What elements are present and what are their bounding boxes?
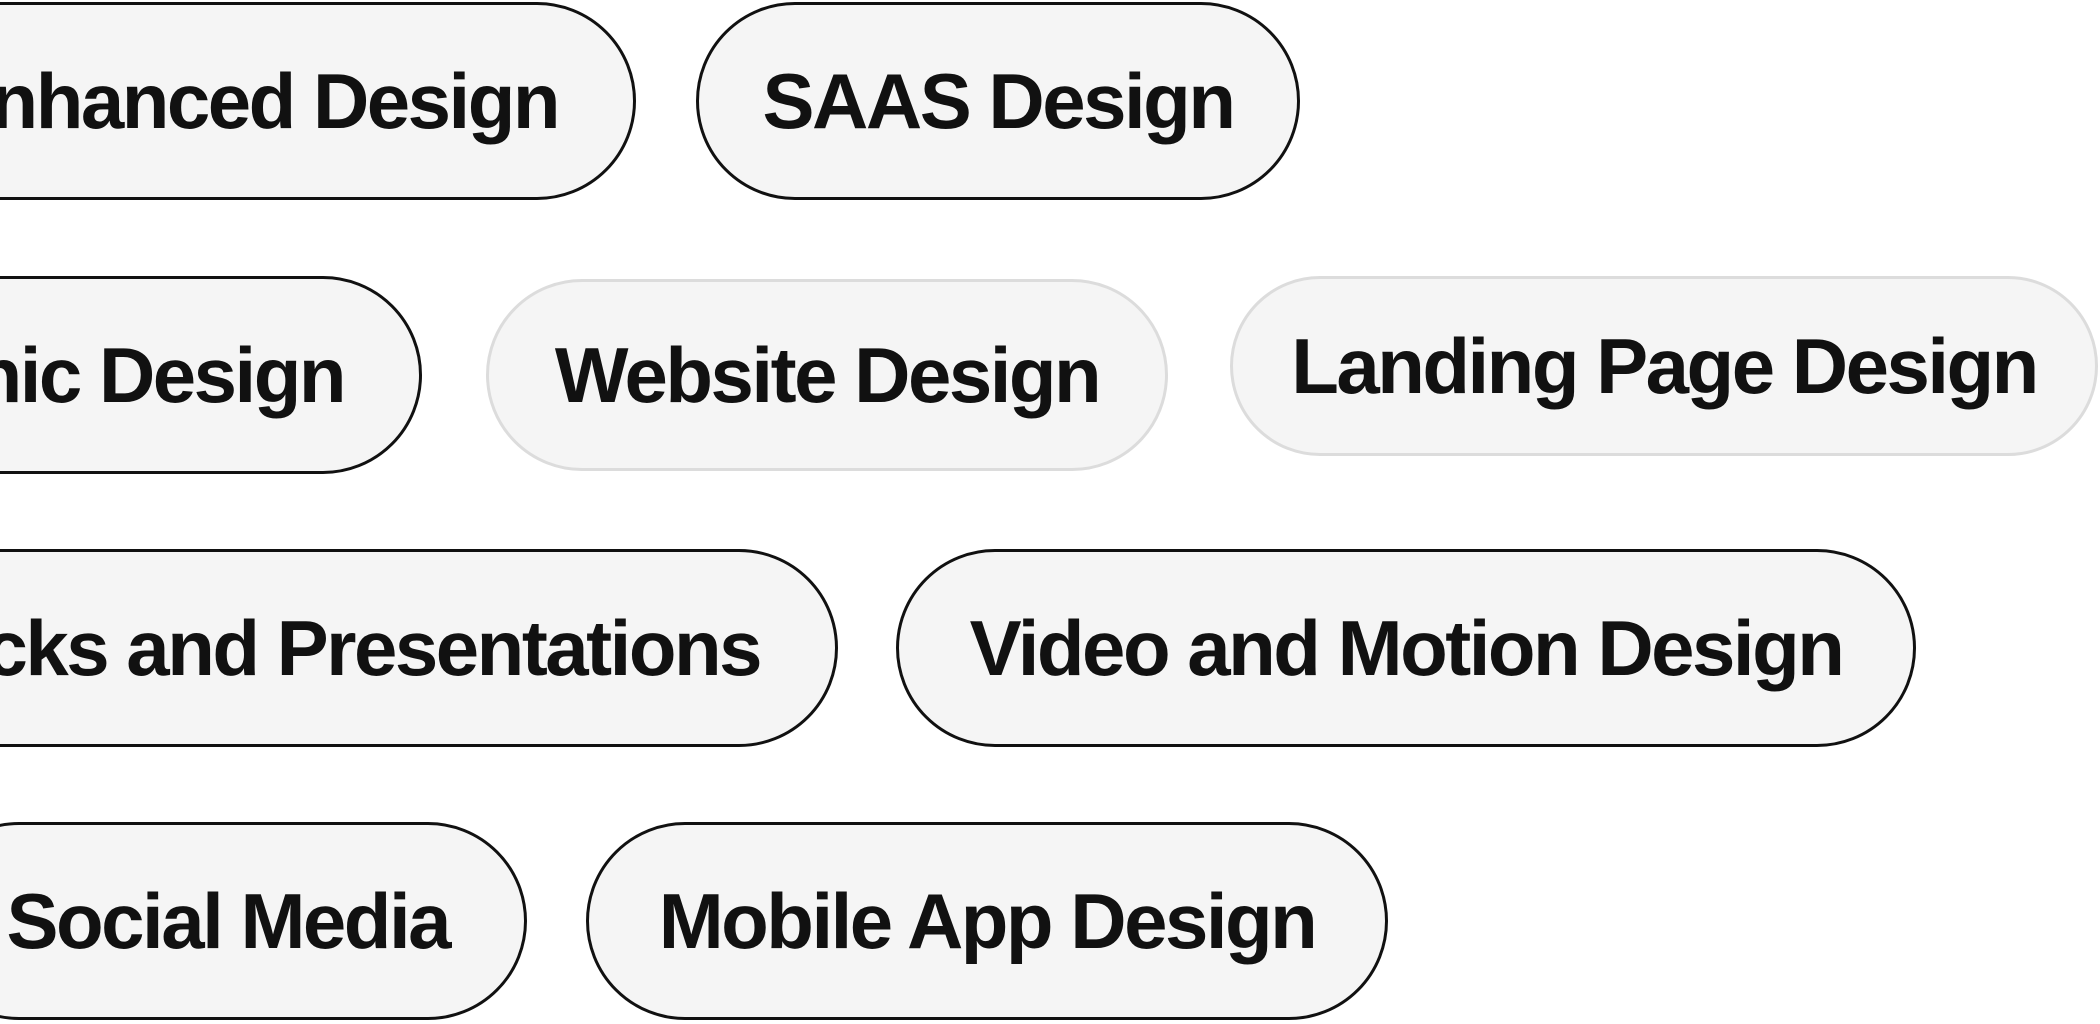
tag-graphic-design[interactable]: hic Design	[0, 276, 422, 474]
tag-label: Website Design	[554, 331, 1102, 419]
tag-label: Video and Motion Design	[969, 604, 1845, 692]
tag-mobile-app-design[interactable]: Mobile App Design	[586, 822, 1388, 1020]
tag-enhanced-design[interactable]: nhanced Design	[0, 2, 636, 200]
tag-label: nhanced Design	[0, 57, 561, 145]
tag-label: cks and Presentations	[0, 604, 762, 692]
tag-label: Mobile App Design	[658, 877, 1318, 965]
tag-video-and-motion-design[interactable]: Video and Motion Design	[896, 549, 1916, 747]
tag-label: Landing Page Design	[1291, 322, 2039, 410]
tag-landing-page-design[interactable]: Landing Page Design	[1230, 276, 2098, 456]
tag-saas-design[interactable]: SAAS Design	[696, 2, 1300, 200]
tag-label: Social Media	[6, 877, 452, 965]
tag-website-design[interactable]: Website Design	[486, 279, 1168, 471]
tag-decks-and-presentations[interactable]: cks and Presentations	[0, 549, 838, 747]
tag-label: hic Design	[0, 331, 347, 419]
tag-label: SAAS Design	[762, 57, 1236, 145]
tag-social-media[interactable]: Social Media	[0, 822, 527, 1020]
